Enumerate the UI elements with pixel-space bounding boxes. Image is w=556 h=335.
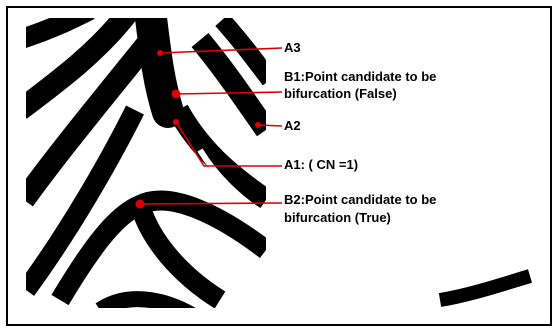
annotation-points [135,50,261,209]
fingerprint-ridges [26,18,266,308]
a1-point [173,119,179,125]
label-a1: A1: ( CN =1) [284,157,359,172]
b2-point [135,199,145,209]
b1-point [171,89,181,99]
ridge [191,32,266,137]
ridge-ending [134,18,184,128]
label-a2: A2 [284,118,301,133]
ridge [168,104,266,210]
a1-leader-line [175,121,282,167]
a3-leader-line [159,47,283,54]
ridge [26,105,144,296]
a2-point [255,122,261,128]
a3-point [157,50,163,56]
ridge [26,18,95,48]
b1-leader-line [175,91,283,95]
label-a3: A3 [284,40,301,55]
ridge [95,291,196,308]
ridge-fragment [438,269,533,307]
label-b2-line1: B2:Point candidate to be [284,192,437,207]
valley [197,148,266,218]
ridge [26,33,159,207]
ridge [26,18,138,119]
label-b1-line2: bifurcation (False) [284,86,397,101]
a2-leader-line [257,124,283,127]
label-b1-line1: B1:Point candidate to be [284,69,437,84]
annotation-lines [139,47,283,205]
b2-leader-line [139,202,283,205]
label-b2-line2: bifurcation (True) [284,210,391,225]
ridge-branch [130,201,226,308]
